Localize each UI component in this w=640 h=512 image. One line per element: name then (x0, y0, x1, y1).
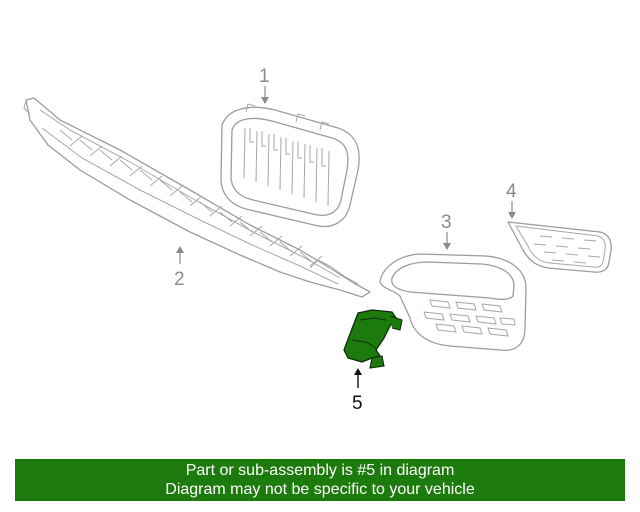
leader-arrow-1 (261, 97, 269, 104)
callout-5: 5 (352, 368, 363, 414)
callout-label-4: 4 (506, 181, 517, 202)
callout-1: 1 (259, 66, 270, 104)
info-banner: Part or sub-assembly is #5 in diagram Di… (15, 459, 625, 501)
callout-3: 3 (441, 212, 452, 250)
leader-arrow-5 (354, 368, 362, 375)
banner-line-1: Part or sub-assembly is #5 in diagram (185, 462, 455, 479)
part-5-bracket-highlighted (343, 309, 403, 369)
leader-arrow-3 (443, 243, 451, 250)
callout-label-1: 1 (259, 66, 270, 87)
callout-label-5: 5 (352, 393, 363, 414)
callout-label-3: 3 (441, 212, 452, 233)
callout-label-2: 2 (174, 269, 185, 290)
part-1-kidney-grille (220, 103, 360, 228)
callout-4: 4 (506, 181, 517, 219)
banner-line-2: Diagram may not be specific to your vehi… (165, 481, 475, 498)
part-3-fog-light-trim (379, 253, 527, 352)
leader-arrow-4 (508, 212, 516, 219)
leader-arrow-2 (176, 246, 184, 253)
callout-2: 2 (174, 246, 185, 290)
part-4-side-vent-grille (507, 221, 612, 273)
part-2-lower-grille (23, 97, 371, 298)
